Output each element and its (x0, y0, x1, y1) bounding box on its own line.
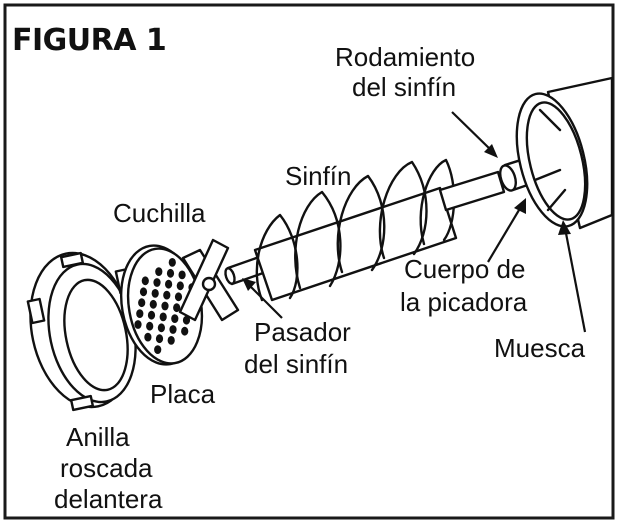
label-sinfin: Sinfín (285, 161, 352, 191)
plate-hole (171, 314, 179, 323)
label-anilla-1: Anilla (66, 422, 130, 452)
leader-cuerpo (487, 198, 526, 263)
plate-hole (181, 326, 189, 336)
leader-pasador (242, 278, 283, 319)
plate-hole (161, 301, 169, 311)
figure-frame (3, 3, 615, 520)
leader-rodamiento (451, 111, 498, 158)
plate-hole (176, 281, 184, 291)
plate-hole (182, 315, 191, 325)
leader-muesca (558, 220, 587, 333)
label-rodamiento-2: del sinfín (352, 72, 456, 102)
plate-hole (153, 278, 161, 287)
plate-hole (157, 323, 165, 333)
front-threaded-ring (26, 251, 137, 412)
label-pasador-2: del sinfín (244, 349, 348, 379)
plate-hole (136, 309, 144, 318)
auger-screw (253, 158, 506, 302)
plate-hole (178, 270, 186, 280)
plate-hole (167, 336, 175, 345)
plate-hole (138, 298, 146, 308)
label-placa: Placa (150, 379, 216, 409)
label-cuchilla: Cuchilla (113, 198, 206, 228)
label-cuerpo-2: la picadora (400, 287, 528, 317)
plate-hole (146, 321, 154, 331)
plate-hole (149, 299, 157, 309)
label-muesca: Muesca (494, 333, 586, 363)
plate-hole (134, 320, 142, 329)
label-anilla-2: roscada (60, 453, 153, 483)
plate-hole (139, 287, 148, 297)
label-anilla-3: delantera (54, 484, 163, 514)
plate-hole (147, 310, 156, 320)
plate-hole (154, 345, 162, 354)
label-cuerpo-1: Cuerpo de (404, 254, 525, 284)
figure-title: FIGURA 1 (12, 23, 166, 58)
plate-hole (155, 267, 163, 276)
label-pasador-1: Pasador (254, 317, 351, 347)
plate-hole (141, 276, 149, 286)
plate-hole (144, 332, 152, 342)
label-rodamiento-1: Rodamiento (335, 42, 475, 72)
plate-hole (166, 268, 175, 278)
grinder-body (515, 76, 614, 230)
cross-blade (178, 238, 240, 322)
plate-hole (173, 303, 181, 313)
plate-hole (155, 334, 164, 344)
plate-hole (168, 258, 176, 267)
plate-hole (165, 279, 173, 289)
plate-hole (174, 292, 183, 302)
plate-hole (159, 312, 167, 322)
plate-hole (163, 290, 171, 300)
plate-hole (169, 325, 177, 334)
plate-hole (151, 289, 159, 298)
